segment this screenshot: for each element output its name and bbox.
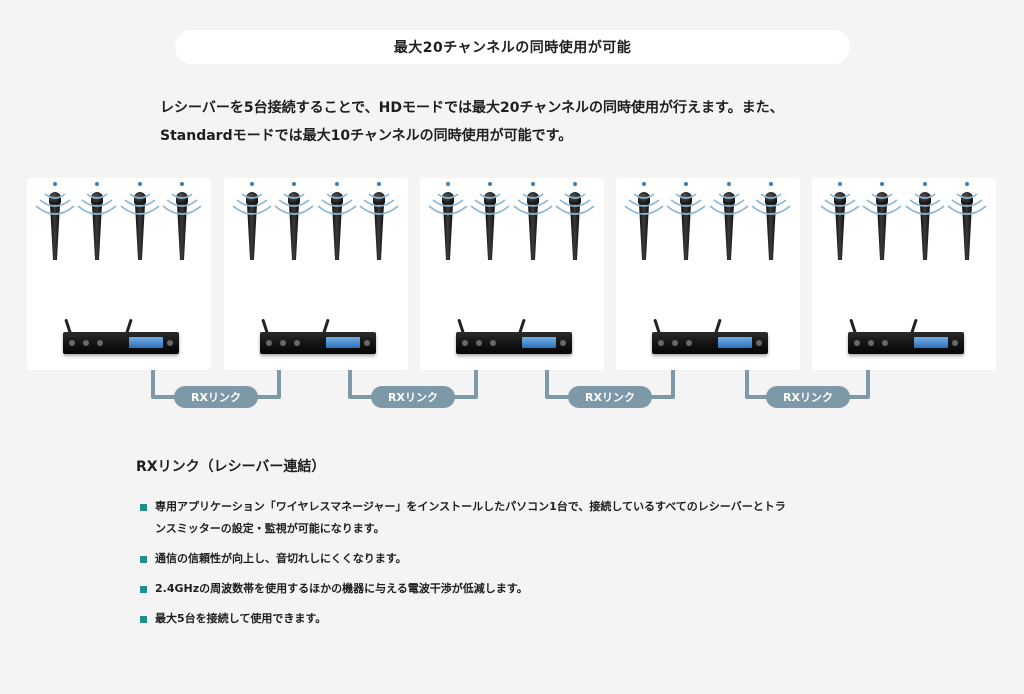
signal-wave-icon — [862, 182, 902, 215]
receiver-unit — [652, 318, 768, 354]
signal-wave-icon — [555, 182, 595, 215]
feature-text: 最大5台を接続して使用できます。 — [155, 612, 327, 625]
signal-wave-icon — [120, 182, 160, 215]
bullet-square-icon — [140, 586, 147, 593]
signal-wave-icon — [820, 182, 860, 215]
signal-wave-icon — [513, 182, 553, 215]
signal-wave-icon — [947, 182, 987, 215]
receiver-panel — [224, 178, 408, 370]
signal-wave-icon — [428, 182, 468, 215]
intro-line-1: レシーバーを5台接続することで、HDモードでは最大20チャンネルの同時使用が行え… — [160, 100, 784, 116]
feature-text: 通信の信頼性が向上し、音切れしにくくなります。 — [155, 552, 407, 565]
feature-item: 最大5台を接続して使用できます。 — [140, 608, 900, 630]
signal-wave-icon — [77, 182, 117, 215]
feature-item: 通信の信頼性が向上し、音切れしにくくなります。 — [140, 548, 900, 570]
signal-wave-icon — [232, 182, 272, 215]
feature-text: ンスミッターの設定・監視が可能になります。 — [155, 522, 385, 535]
signal-wave-icon — [470, 182, 510, 215]
rx-link-diagram: RXリンク RXリンク RXリンク RXリンク — [0, 170, 1024, 420]
signal-wave-icon — [905, 182, 945, 215]
receiver-panel — [27, 178, 211, 370]
feature-list: 専用アプリケーション「ワイヤレスマネージャー」をインストールしたパソコン1台で、… — [140, 496, 900, 638]
bullet-square-icon — [140, 504, 147, 511]
receiver-panel — [420, 178, 604, 370]
rx-link-label: RXリンク — [766, 386, 850, 408]
signal-wave-icon — [709, 182, 749, 215]
signal-wave-icon — [162, 182, 202, 215]
signal-wave-icon — [624, 182, 664, 215]
feature-text: 専用アプリケーション「ワイヤレスマネージャー」をインストールしたパソコン1台で、… — [155, 500, 786, 513]
receiver-unit — [456, 318, 572, 354]
feature-item: 専用アプリケーション「ワイヤレスマネージャー」をインストールしたパソコン1台で、… — [140, 496, 900, 540]
signal-wave-icon — [274, 182, 314, 215]
feature-text: 2.4GHzの周波数帯を使用するほかの機器に与える電波干渉が低減します。 — [155, 582, 528, 595]
receiver-panel — [812, 178, 996, 370]
receiver-unit — [260, 318, 376, 354]
feature-item: 2.4GHzの周波数帯を使用するほかの機器に与える電波干渉が低減します。 — [140, 578, 900, 600]
rx-link-heading: RXリンク（レシーバー連結） — [136, 459, 326, 475]
intro-text: レシーバーを5台接続することで、HDモードでは最大20チャンネルの同時使用が行え… — [160, 94, 920, 150]
signal-wave-icon — [751, 182, 791, 215]
intro-line-2: Standardモードでは最大10チャンネルの同時使用が可能です。 — [160, 128, 573, 144]
signal-wave-icon — [666, 182, 706, 215]
signal-wave-icon — [359, 182, 399, 215]
rx-link-label: RXリンク — [174, 386, 258, 408]
bullet-square-icon — [140, 556, 147, 563]
section-title: 最大20チャンネルの同時使用が可能 — [175, 30, 850, 64]
section-title-text: 最大20チャンネルの同時使用が可能 — [393, 40, 632, 56]
rx-link-label: RXリンク — [568, 386, 652, 408]
receiver-unit — [848, 318, 964, 354]
signal-wave-icon — [317, 182, 357, 215]
receiver-unit — [63, 318, 179, 354]
signal-wave-icon — [35, 182, 75, 215]
rx-link-label: RXリンク — [371, 386, 455, 408]
receiver-panel — [616, 178, 800, 370]
bullet-square-icon — [140, 616, 147, 623]
